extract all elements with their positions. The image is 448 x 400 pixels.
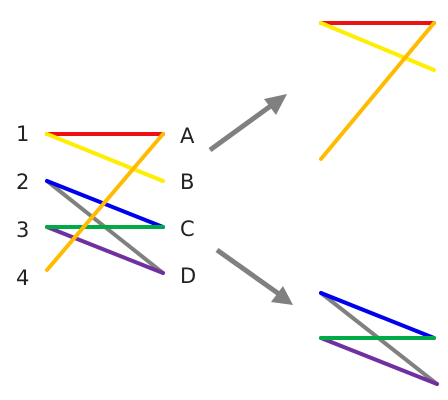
- right-label-D: D: [180, 264, 196, 288]
- edge-1-B: [45, 132, 165, 183]
- top-edge-4-A: [319, 21, 436, 161]
- left-label-1: 1: [16, 122, 29, 146]
- bottom-edge-3-D: [319, 336, 439, 386]
- arrow-up-right-icon: [208, 94, 287, 153]
- left-labels: 1 2 3 4: [16, 122, 29, 290]
- top-edge-1-B: [319, 21, 436, 72]
- right-label-B: B: [180, 170, 194, 194]
- main-graph: [45, 132, 165, 275]
- left-label-4: 4: [16, 266, 29, 290]
- right-labels: A B C D: [180, 124, 196, 288]
- bottom-group: [319, 291, 439, 386]
- right-label-A: A: [180, 124, 195, 148]
- left-label-2: 2: [16, 170, 29, 194]
- edge-3-D: [45, 225, 165, 275]
- left-label-3: 3: [16, 218, 29, 242]
- top-group: [319, 21, 436, 161]
- right-label-C: C: [180, 217, 195, 241]
- bottom-edge-2-C: [319, 291, 436, 340]
- edge-4-A: [45, 132, 165, 272]
- arrow-down-right-icon: [215, 247, 293, 305]
